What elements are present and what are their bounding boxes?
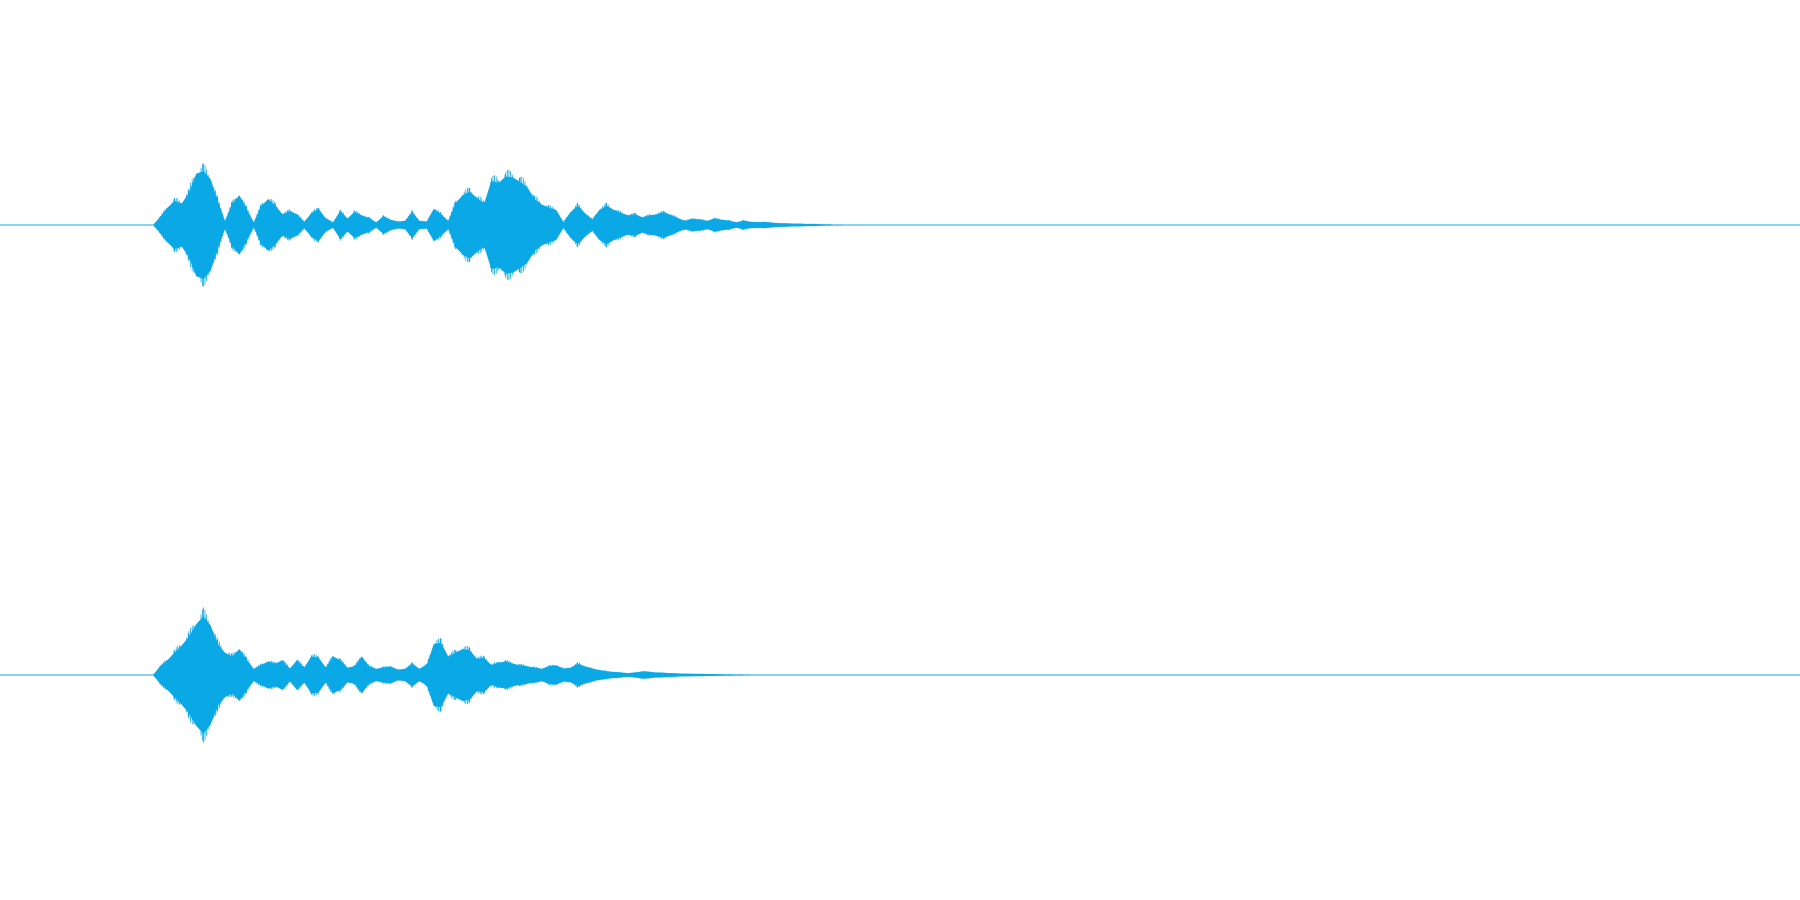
channel-1-samples	[154, 163, 859, 287]
channel-2-samples	[154, 607, 795, 743]
channel-1-waveform	[153, 163, 981, 287]
channel-2-waveform	[153, 607, 873, 743]
